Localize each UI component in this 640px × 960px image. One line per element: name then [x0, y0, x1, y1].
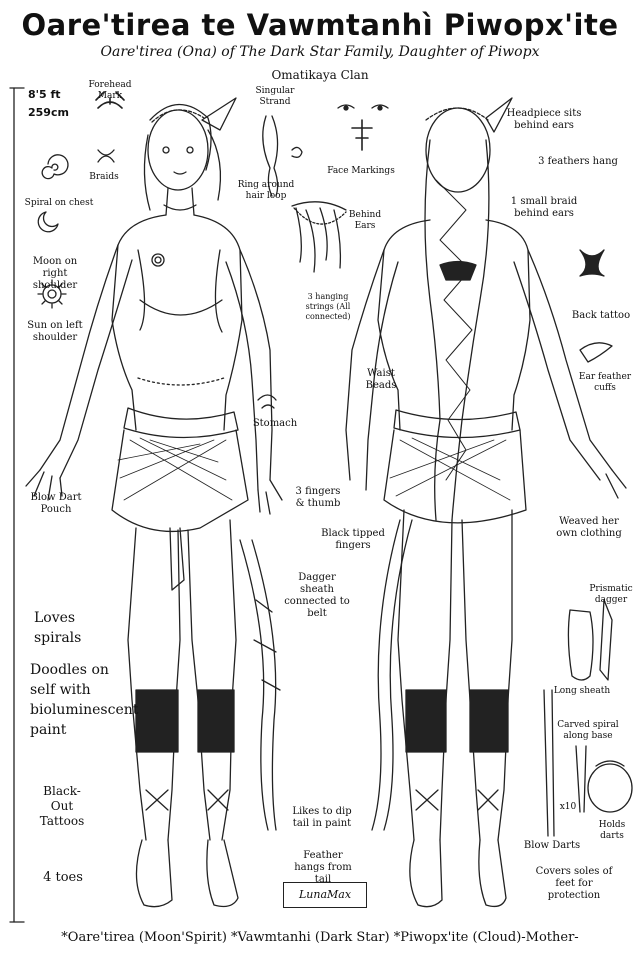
note-x10: x10: [559, 802, 577, 812]
note-singular-strand: Singular Strand: [255, 86, 295, 107]
note-long-sheath: Long sheath: [553, 686, 611, 696]
note-black-tipped: Black tipped fingers: [321, 528, 385, 551]
note-waist-beads: Waist Beads: [365, 368, 397, 391]
note-forehead-mark: Forehead Mark: [88, 80, 132, 101]
height-feet: 8'5 ft: [28, 88, 61, 101]
note-blow-darts: Blow Darts: [523, 840, 581, 851]
note-back-tattoo: Back tattoo: [571, 310, 631, 321]
note-small-braid: 1 small braid behind ears: [510, 196, 578, 219]
note-doodles: Doodles on self with bioluminescent pain…: [30, 662, 139, 738]
note-feather-tail: Feather hangs from tail: [294, 850, 352, 885]
note-braids: Braids: [89, 172, 119, 182]
note-ring-loop: Ring around hair loop: [237, 180, 295, 201]
detail-icons: [37, 91, 633, 837]
note-moon-shoulder: Moon on right shoulder: [32, 256, 78, 291]
page-title: Oare'tirea te Vawmtanhì Piwopx'ite: [21, 8, 619, 42]
note-carved-spiral: Carved spiral along base: [557, 720, 619, 741]
note-covers-soles: Covers soles of feet for protection: [535, 866, 613, 901]
clan-label: Omatikaya Clan: [271, 68, 369, 82]
note-holds-darts: Holds darts: [598, 820, 626, 841]
name-meaning-footer: *Oare'tirea (Moon'Spirit) *Vawmtanhi (Da…: [61, 930, 579, 945]
note-face-markings: Face Markings: [327, 166, 395, 176]
height-label: 8'5 ft 259cm: [28, 86, 69, 122]
note-fingers: 3 fingers & thumb: [295, 486, 341, 509]
note-dagger-sheath: Dagger sheath connected to belt: [284, 572, 350, 619]
note-stomach: Stomach: [252, 418, 298, 429]
note-weaved-clothing: Weaved her own clothing: [556, 516, 622, 539]
note-hanging-strings: 3 hanging strings (All connected): [305, 292, 351, 321]
note-spiral-chest: Spiral on chest: [24, 198, 94, 208]
note-prismatic-dagger: Prismatic dagger: [589, 584, 633, 605]
height-cm: 259cm: [28, 106, 69, 119]
note-blow-dart-pouch: Blow Dart Pouch: [30, 492, 82, 515]
back-figure: [345, 97, 627, 908]
note-dip-tail: Likes to dip tail in paint: [292, 806, 352, 829]
front-figure: [25, 97, 283, 908]
note-four-toes: 4 toes: [43, 870, 83, 885]
artist-signature: LunaMax: [283, 882, 367, 908]
note-headpiece: Headpiece sits behind ears: [506, 108, 582, 131]
note-ear-cuffs: Ear feather cuffs: [578, 372, 632, 393]
page-subtitle: Oare'tirea (Ona) of The Dark Star Family…: [100, 44, 540, 60]
note-blackout-tattoos: Black-Out Tattoos: [39, 784, 85, 828]
note-sun-shoulder: Sun on left shoulder: [27, 320, 83, 343]
note-three-feathers: 3 feathers hang: [538, 156, 618, 167]
height-ruler: [9, 87, 25, 923]
note-behind-ears: Behind Ears: [348, 210, 382, 231]
note-loves-spirals: Loves spirals: [34, 610, 82, 646]
